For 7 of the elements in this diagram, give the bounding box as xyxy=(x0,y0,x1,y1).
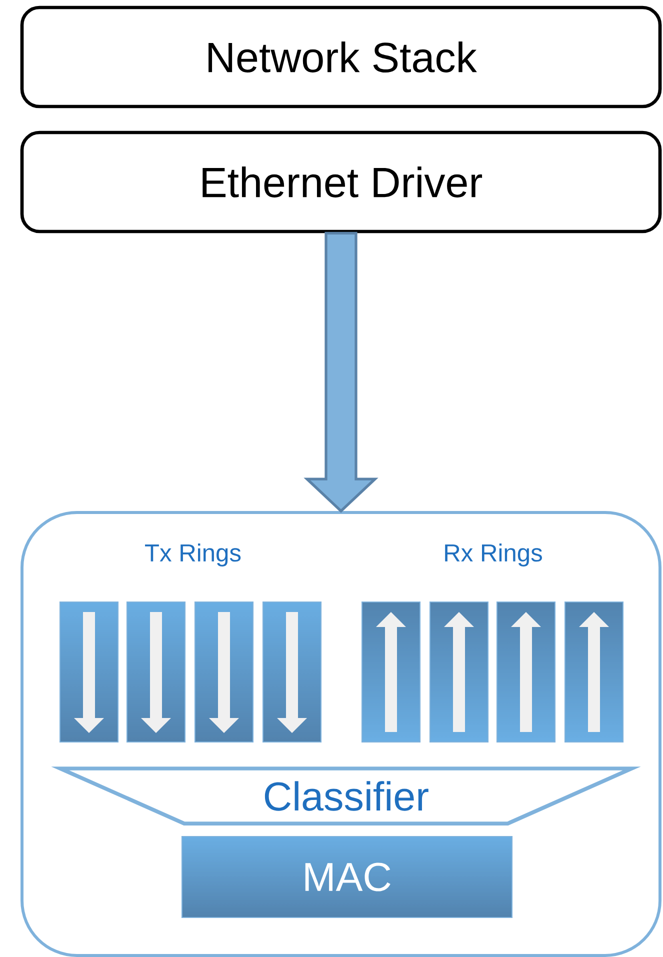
container-box xyxy=(20,511,662,957)
layer-box: Network Stack xyxy=(20,6,662,108)
group-label: Rx Rings xyxy=(445,544,542,566)
arrow xyxy=(304,232,378,513)
layer-box: Ethernet Driver xyxy=(20,130,662,234)
group-label: Tx Rings xyxy=(145,544,241,566)
mac-block: MAC xyxy=(181,836,513,918)
